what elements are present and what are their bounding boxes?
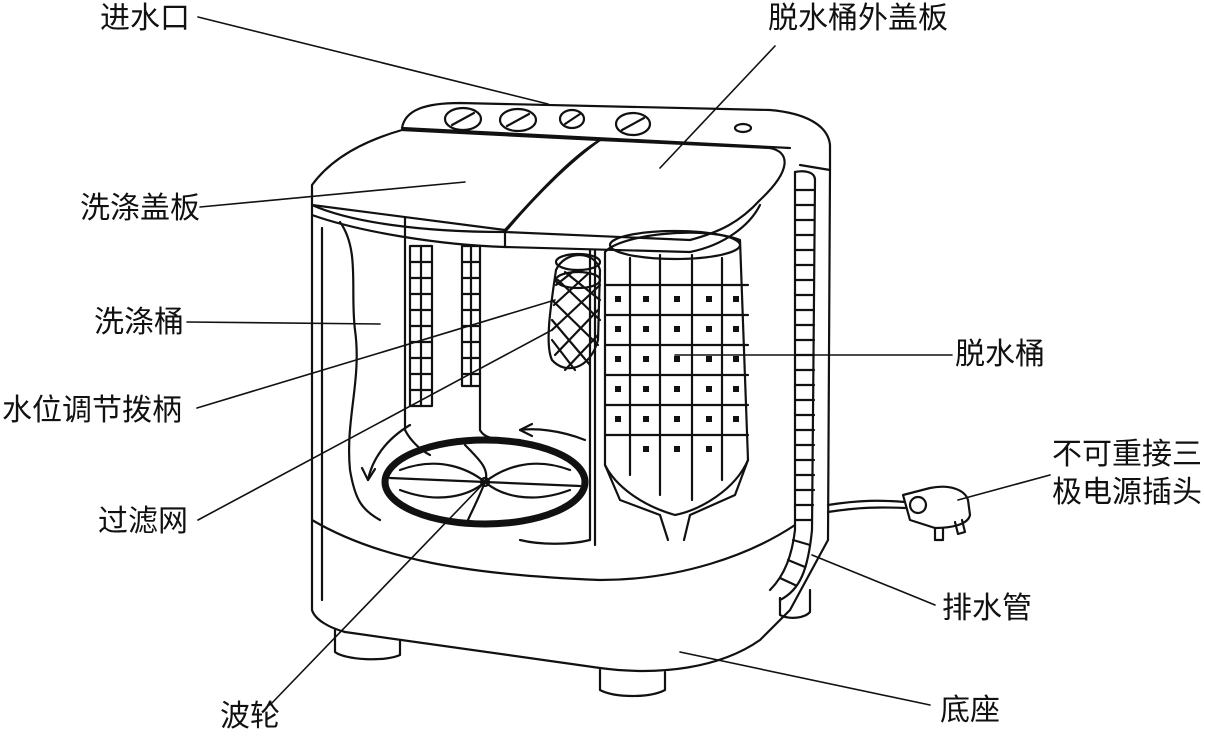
- spin-tub-holes: [615, 296, 739, 452]
- leader-lines: [186, 16, 1051, 706]
- wash-lid: [310, 128, 602, 232]
- label-base: 底座: [940, 693, 1000, 728]
- label-inlet: 进水口: [100, 1, 190, 36]
- label-plug-line1: 不可重接三: [1052, 437, 1202, 472]
- label-spin-lid: 脱水桶外盖板: [768, 1, 948, 36]
- label-wash-tub: 洗涤桶: [94, 305, 184, 340]
- label-wash-lid: 洗涤盖板: [80, 191, 200, 226]
- water-level-tubes: [408, 244, 522, 442]
- label-pulsator: 波轮: [220, 699, 280, 734]
- filter-net: [547, 252, 602, 372]
- control-knobs: [443, 106, 753, 137]
- label-spin-tub: 脱水桶: [955, 337, 1045, 372]
- cabinet: [310, 168, 832, 672]
- drain-hose: [768, 170, 817, 602]
- pulsator: [381, 436, 589, 528]
- power-plug: [826, 485, 972, 542]
- spin-lid: [503, 138, 786, 242]
- spin-tub: [603, 229, 750, 542]
- wash-tub: [338, 220, 382, 522]
- label-plug-line2: 极电源插头: [1052, 475, 1202, 510]
- label-water-level-knob: 水位调节拨柄: [2, 393, 182, 428]
- feet: [333, 588, 812, 698]
- label-filter: 过滤网: [98, 504, 188, 539]
- control-panel: [400, 101, 832, 172]
- label-drain-hose: 排水管: [942, 591, 1032, 626]
